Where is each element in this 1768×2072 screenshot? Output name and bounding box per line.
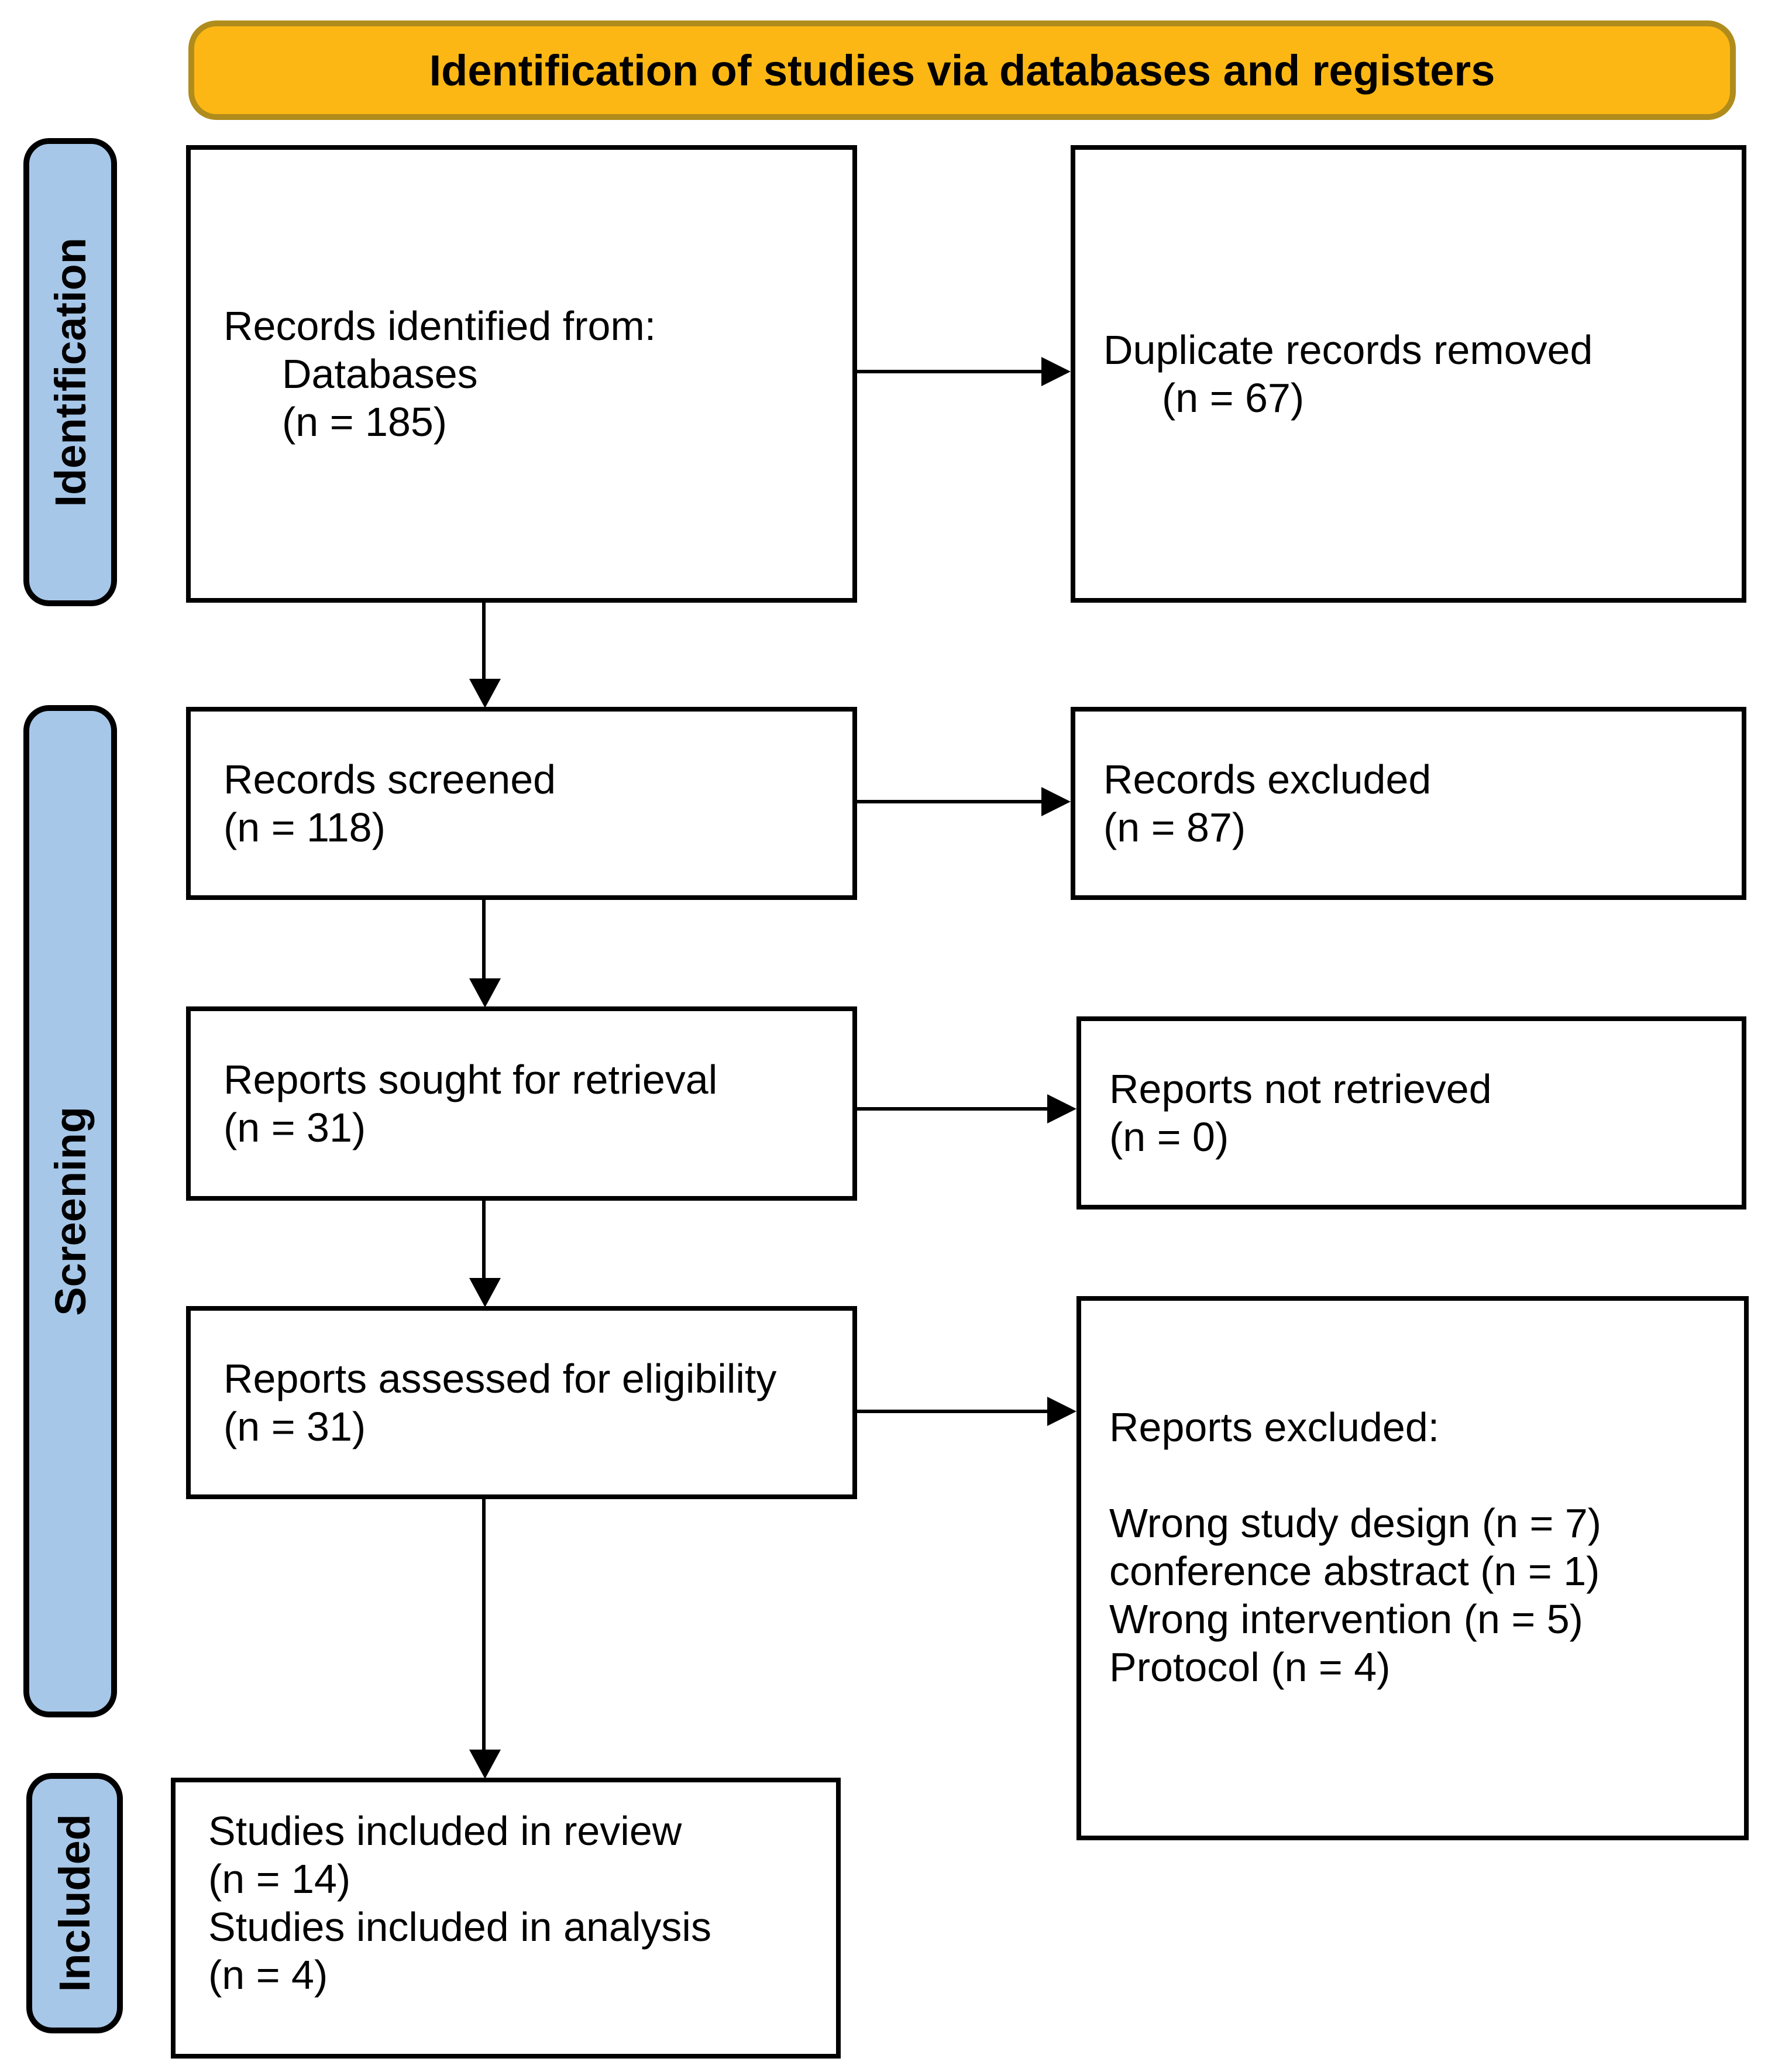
stage-label-identification: Identification (23, 138, 117, 606)
box-records-excluded-line2: (n = 87) (1103, 805, 1246, 850)
box-reports-excluded-item: Wrong study design (n = 7) (1109, 1500, 1602, 1546)
box-records-screened-line1: Records screened (223, 757, 556, 802)
box-records-screened: Records screened (n = 118) (186, 707, 857, 900)
box-duplicates-removed-line1: Duplicate records removed (1103, 327, 1593, 373)
box-records-screened-line2: (n = 118) (223, 805, 386, 850)
box-records-excluded-line1: Records excluded (1103, 757, 1432, 802)
down-arrow-line (482, 1499, 486, 1753)
down-arrow-line (482, 900, 486, 981)
blank-line (1109, 1451, 1726, 1499)
stage-label-included-text: Included (50, 1814, 99, 1992)
stage-label-identification-text: Identification (46, 237, 95, 507)
box-reports-excluded-item: conference abstract (n = 1) (1109, 1548, 1600, 1594)
box-reports-not-retrieved-line1: Reports not retrieved (1109, 1066, 1492, 1112)
banner-title: Identification of studies via databases … (188, 20, 1736, 120)
box-studies-included-line4: (n = 4) (208, 1952, 328, 1998)
box-studies-included: Studies included in review (n = 14) Stud… (171, 1778, 841, 2059)
box-records-identified-line3: (n = 185) (282, 399, 448, 445)
down-arrowhead-icon (469, 978, 501, 1008)
right-arrow-line (857, 1410, 1050, 1413)
right-arrow-line (857, 800, 1044, 803)
down-arrowhead-icon (469, 679, 501, 708)
down-arrowhead-icon (469, 1278, 501, 1307)
box-studies-included-line1: Studies included in review (208, 1808, 682, 1854)
box-studies-included-line3: Studies included in analysis (208, 1904, 711, 1950)
box-reports-assessed: Reports assessed for eligibility (n = 31… (186, 1306, 857, 1499)
box-reports-excluded-heading: Reports excluded: (1109, 1404, 1440, 1450)
box-duplicates-removed: Duplicate records removed (n = 67) (1071, 145, 1746, 603)
box-reports-assessed-line2: (n = 31) (223, 1404, 366, 1449)
box-reports-excluded: Reports excluded: Wrong study design (n … (1076, 1296, 1749, 1840)
box-reports-sought: Reports sought for retrieval (n = 31) (186, 1006, 857, 1201)
box-reports-assessed-line1: Reports assessed for eligibility (223, 1356, 777, 1401)
box-reports-not-retrieved-line2: (n = 0) (1109, 1114, 1229, 1160)
box-duplicates-removed-line2: (n = 67) (1162, 375, 1305, 421)
box-reports-sought-line1: Reports sought for retrieval (223, 1057, 718, 1102)
box-reports-sought-line2: (n = 31) (223, 1105, 366, 1150)
banner-title-text: Identification of studies via databases … (429, 46, 1495, 95)
stage-label-screening-text: Screening (46, 1107, 95, 1316)
box-reports-excluded-item: Protocol (n = 4) (1109, 1644, 1391, 1690)
stage-label-included: Included (26, 1773, 123, 2033)
box-records-excluded: Records excluded (n = 87) (1071, 707, 1746, 900)
box-studies-included-line2: (n = 14) (208, 1856, 351, 1902)
right-arrowhead-icon (1047, 1094, 1076, 1123)
stage-label-screening: Screening (23, 705, 117, 1717)
right-arrow-line (856, 370, 1044, 373)
box-records-identified-line2: Databases (282, 351, 478, 397)
box-records-identified-line1: Records identified from: (223, 303, 656, 349)
box-records-identified: Records identified from: Databases (n = … (186, 145, 857, 603)
down-arrow-line (482, 1201, 486, 1281)
right-arrowhead-icon (1041, 787, 1071, 816)
right-arrowhead-icon (1041, 357, 1071, 386)
box-reports-not-retrieved: Reports not retrieved (n = 0) (1076, 1016, 1746, 1209)
down-arrow-line (482, 603, 486, 682)
box-reports-excluded-item: Wrong intervention (n = 5) (1109, 1596, 1583, 1642)
right-arrow-line (857, 1107, 1050, 1111)
down-arrowhead-icon (469, 1750, 501, 1779)
right-arrowhead-icon (1047, 1397, 1076, 1426)
